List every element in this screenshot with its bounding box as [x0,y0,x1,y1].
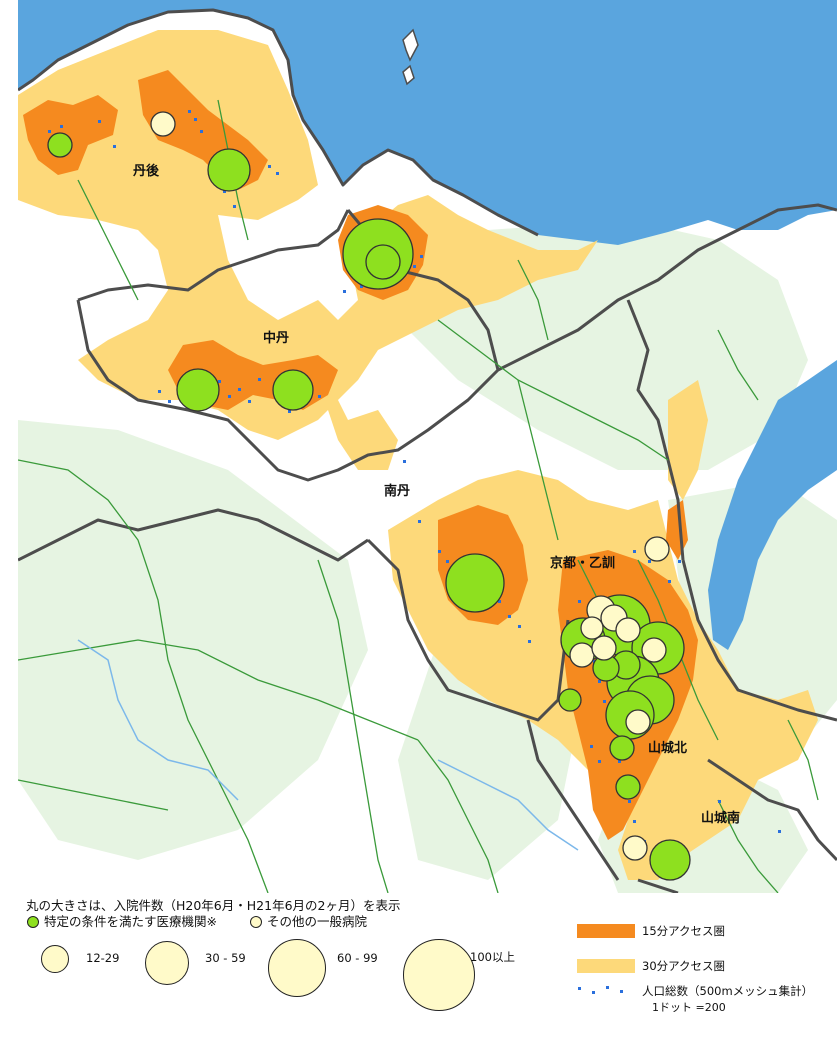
hospital-other [622,835,648,861]
population-label: 人口総数（500mメッシュ集計） [642,984,814,998]
hospital-green [176,368,220,412]
district-borders [18,8,837,893]
population-scale-label: 1ドット =200 [652,1001,726,1014]
size-label-60-99: 60 - 99 [337,951,378,965]
hospital-other [569,642,595,668]
size-12-29-icon [41,945,69,973]
legend-other-label: その他の一般病院 [267,914,368,929]
size-label-12-29: 12-29 [86,951,120,965]
legend-green-label: 特定の条件を満たす医療機関※ [44,914,217,929]
hospital-other [580,616,604,640]
population-dot-icon [620,990,623,993]
hospital-other [615,617,641,643]
hospital-green [365,244,401,280]
access-30min-swatch [577,959,635,973]
region-label-chutan: 中丹 [263,330,289,346]
hospital-other [591,635,617,661]
region-label-yamashiro-kita: 山城北 [648,740,687,756]
green-hospital-icon [27,916,39,928]
size-label-30-59: 30 - 59 [205,951,246,965]
island [402,28,419,62]
access-map[interactable]: 丹後 中丹 南丹 京都・乙訓 山城北 山城南 [18,0,837,893]
legend: 丸の大きさは、入院件数（H20年6月・H21年6月の2ヶ月）を表示 特定の条件を… [0,893,837,1038]
island [402,64,415,86]
legend-title: 丸の大きさは、入院件数（H20年6月・H21年6月の2ヶ月）を表示 [26,898,401,913]
population-dot-icon [606,986,609,989]
municipal-borders [18,99,819,893]
lake-biwa [708,360,837,650]
size-label-100plus: 100以上 [470,950,515,964]
access-15min-swatch [577,924,635,938]
size-30-59-icon [145,941,189,985]
hospital-green [609,735,635,761]
hospital-other [150,111,176,137]
hospital-green [649,839,691,881]
hospital-other [641,637,667,663]
access-30min-label: 30分アクセス圏 [642,959,726,973]
access-15min-label: 15分アクセス圏 [642,924,726,938]
region-label-nantan: 南丹 [384,483,410,499]
size-100plus-icon [403,939,475,1011]
region-label-kyoto: 京都・乙訓 [550,555,615,571]
hospital-green [558,688,582,712]
hospitals-other [150,111,670,861]
size-60-99-icon [268,939,326,997]
population-dot-icon [578,987,581,990]
hospital-other [644,536,670,562]
sea-of-japan [18,0,837,245]
hospital-green [615,774,641,800]
river [437,759,579,851]
other-hospital-icon [250,916,262,928]
hospital-green [207,148,251,192]
hospital-other [625,709,651,735]
hospital-green [445,553,505,613]
region-label-tango: 丹後 [133,163,160,179]
hospital-green [272,369,314,411]
river [77,639,239,801]
population-dot-icon [592,991,595,994]
region-label-yamashiro-minami: 山城南 [701,810,740,826]
hospital-green [47,132,73,158]
